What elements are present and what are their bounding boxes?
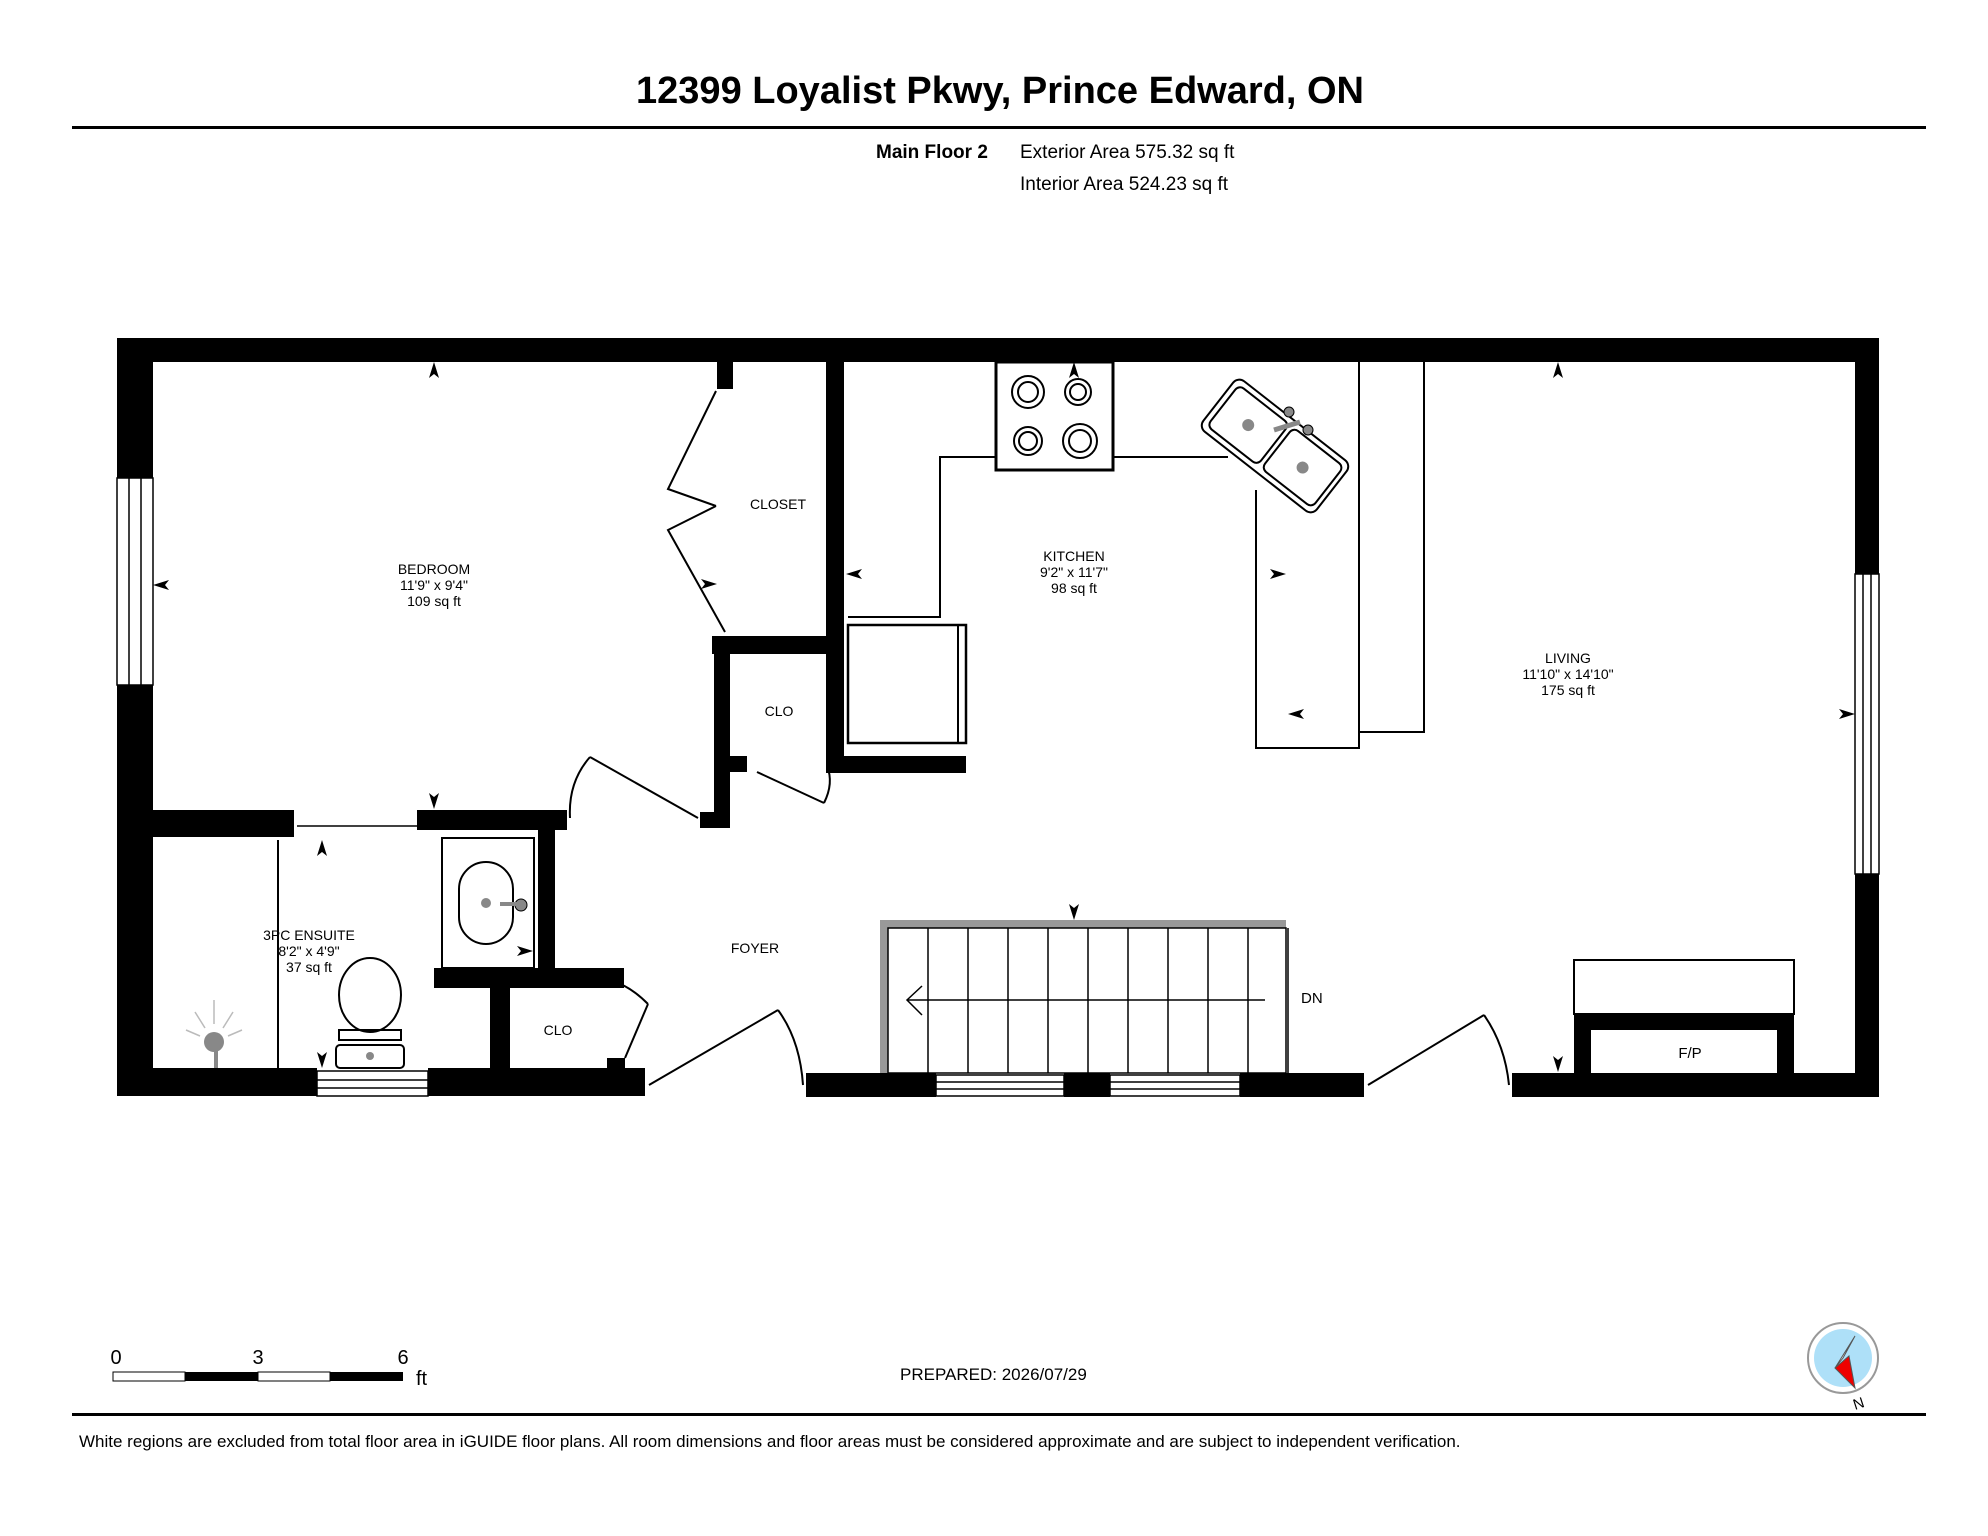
page-title: 12399 Loyalist Pkwy, Prince Edward, ON — [636, 70, 1364, 112]
scale-tick-0: 0 — [110, 1347, 121, 1369]
kitchen-area: 98 sq ft — [1051, 580, 1097, 596]
fireplace-label: F/P — [1678, 1045, 1701, 1062]
interior-walls — [136, 362, 966, 1073]
ensuite-name: 3PC ENSUITE — [263, 927, 355, 943]
bedroom-area: 109 sq ft — [407, 593, 461, 609]
stairs-label: DN — [1301, 990, 1323, 1007]
bedroom-name: BEDROOM — [398, 561, 470, 577]
living-area: 175 sq ft — [1541, 682, 1595, 698]
compass-icon: N — [1807, 1322, 1879, 1414]
prepared-date: PREPARED: 2026/07/29 — [900, 1365, 1087, 1384]
exterior-area: Exterior Area 575.32 sq ft — [1020, 142, 1235, 163]
ensuite-area: 37 sq ft — [286, 959, 332, 975]
stairs — [880, 920, 1289, 1074]
header-rule — [72, 126, 1926, 129]
ensuite-dims: 8'2" x 4'9" — [278, 943, 339, 959]
scale-bar: 0 3 6 — [110, 1347, 409, 1382]
scale-unit: ft — [416, 1368, 428, 1390]
floor-name: Main Floor 2 — [876, 142, 988, 163]
fireplace — [1573, 959, 1795, 1073]
bedroom-dims: 11'9" x 9'4" — [400, 577, 468, 593]
kitchen-fixtures — [846, 360, 1425, 749]
scale-tick-6: 6 — [397, 1347, 408, 1369]
living-name: LIVING — [1545, 650, 1591, 666]
door-swings — [297, 390, 1510, 1086]
closet-name: CLOSET — [750, 496, 806, 512]
disclaimer: White regions are excluded from total fl… — [79, 1432, 1461, 1451]
scale-tick-3: 3 — [252, 1347, 263, 1369]
compass-north-label: N — [1851, 1394, 1867, 1414]
exterior-walls — [117, 338, 1879, 1097]
foyer-name: FOYER — [731, 940, 779, 956]
windows — [116, 477, 1880, 1097]
clo-upper-name: CLO — [765, 703, 794, 719]
kitchen-dims: 9'2" x 11'7" — [1040, 564, 1108, 580]
bathroom-fixtures — [185, 837, 535, 1069]
living-dims: 11'10" x 14'10" — [1522, 666, 1613, 682]
clo-lower-name: CLO — [544, 1022, 573, 1038]
room-labels: BEDROOM 11'9" x 9'4" 109 sq ft CLOSET CL… — [263, 496, 1702, 1062]
footer-rule — [72, 1413, 1926, 1416]
kitchen-name: KITCHEN — [1043, 548, 1104, 564]
interior-area: Interior Area 524.23 sq ft — [1020, 174, 1229, 195]
